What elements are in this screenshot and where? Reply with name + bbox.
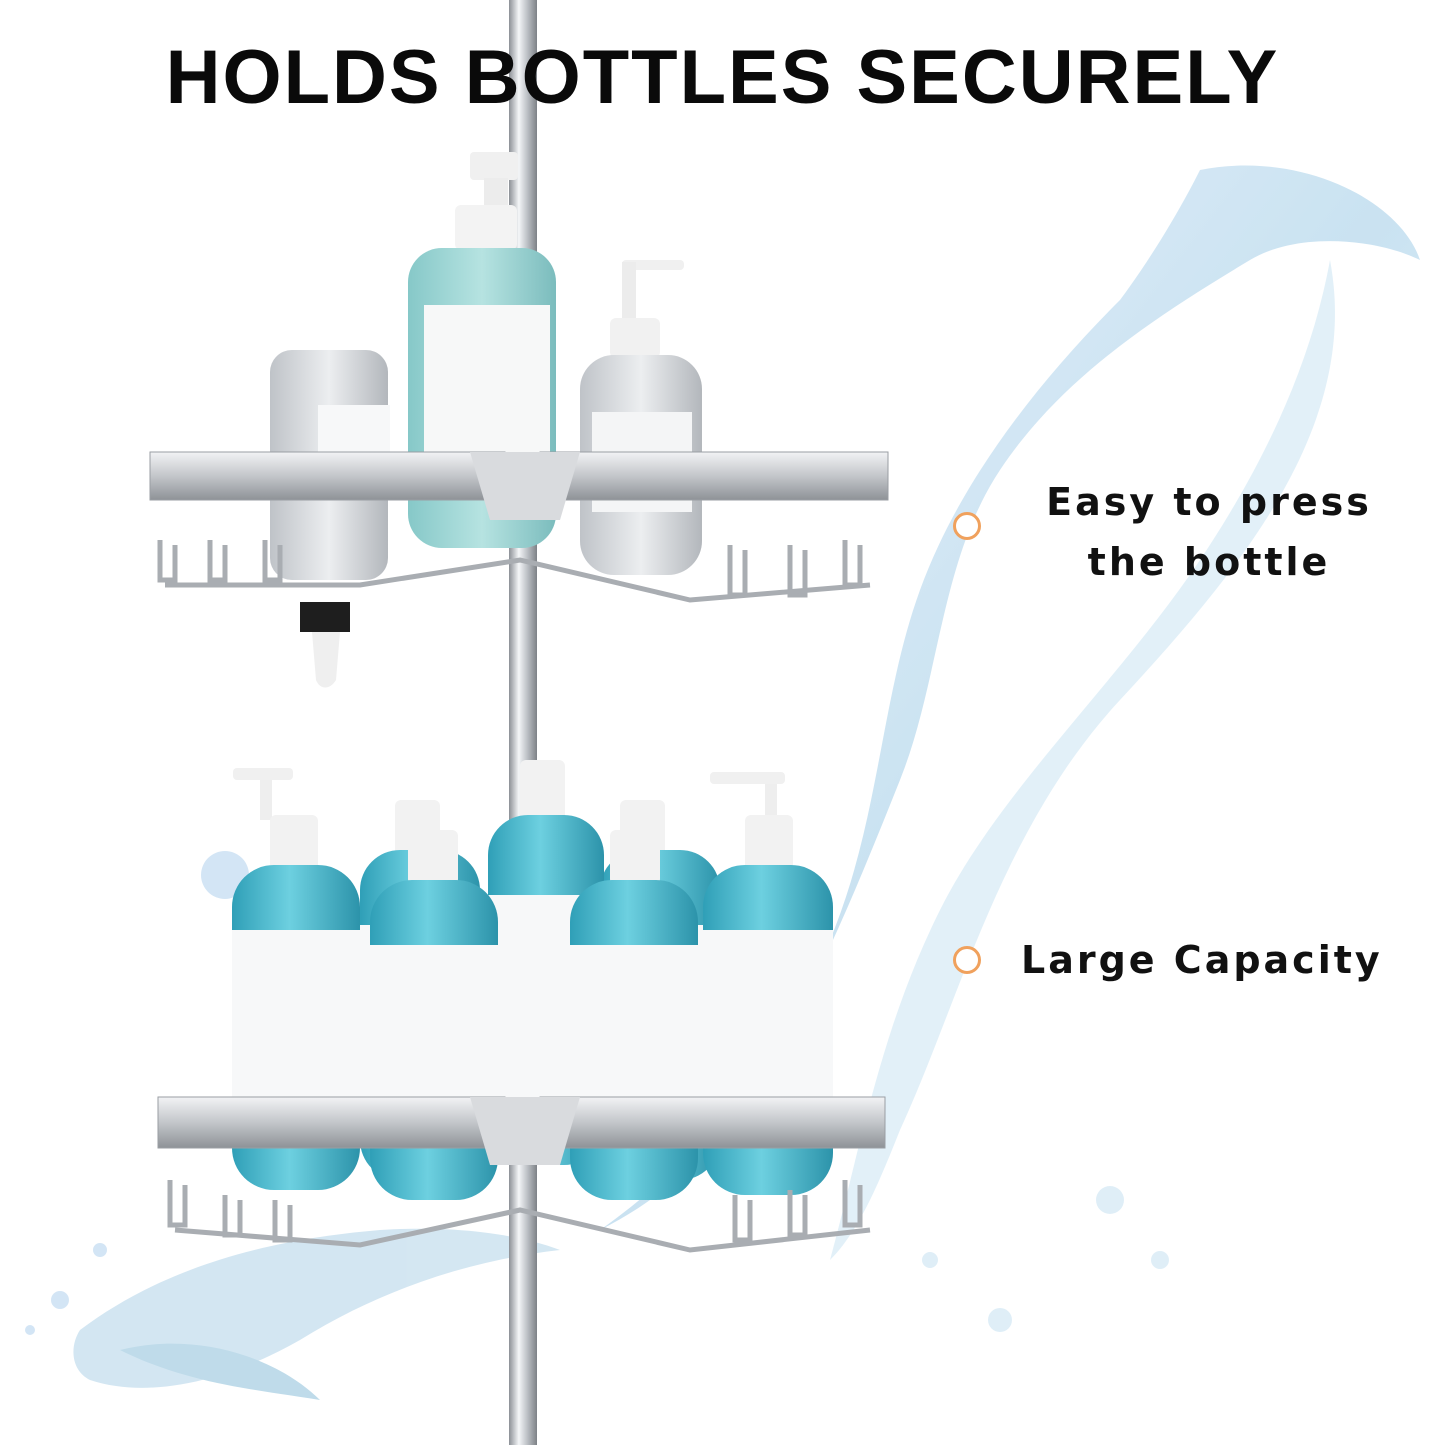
- feature-label: Large Capacity: [1021, 938, 1383, 982]
- feature-label-line-1: Easy to press: [1046, 480, 1372, 524]
- headline: HOLDS BOTTLES SECURELY: [165, 35, 1280, 120]
- feature-large-capacity: Large Capacity: [953, 930, 1383, 990]
- feature-easy-press: Easy to press the bottle: [953, 472, 1379, 592]
- bullet-circle-icon: [953, 512, 981, 540]
- lower-shelf: [157, 1096, 886, 1253]
- feature-label: Easy to press the bottle: [1039, 472, 1379, 592]
- upper-bottles: [270, 152, 702, 688]
- bullet-circle-icon: [953, 946, 981, 974]
- water-splash: [201, 165, 1420, 1332]
- water-splash-left: [25, 1228, 560, 1400]
- feature-label-line-2: the bottle: [1087, 540, 1331, 584]
- upper-shelf: [149, 451, 889, 603]
